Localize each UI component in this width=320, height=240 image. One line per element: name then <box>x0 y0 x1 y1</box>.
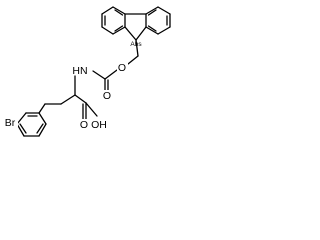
bond <box>101 6 114 15</box>
abs-stereo-label: Abs <box>130 41 142 48</box>
carbonyl-oxygen-label: O <box>103 90 111 102</box>
bond <box>112 6 126 15</box>
bond-double <box>114 9 124 16</box>
bond <box>60 94 76 105</box>
molecule-structure-diagram: Abs O O HN O OH Br <box>0 0 198 165</box>
hydroxyl-label: OH <box>91 119 107 131</box>
carbamate-linker <box>92 39 139 91</box>
bond <box>85 102 98 117</box>
bond <box>92 70 106 80</box>
bond <box>157 26 171 35</box>
bond <box>74 94 87 104</box>
bond-double <box>147 9 157 16</box>
bond-double <box>114 25 124 32</box>
bond <box>127 55 139 65</box>
bond <box>16 112 27 125</box>
bond-double <box>147 25 157 32</box>
bond <box>38 123 47 137</box>
bromophenyl-ring <box>16 103 47 137</box>
amine-nh-label: HN <box>72 65 87 77</box>
bond <box>101 26 114 35</box>
bond-double <box>36 123 44 134</box>
bond <box>112 26 126 35</box>
bond <box>157 6 171 15</box>
fluorenyl-group <box>101 6 171 41</box>
bond <box>38 112 47 125</box>
acid-oxygen-label: O <box>80 119 88 131</box>
atom-label-bg <box>79 119 90 130</box>
bond <box>104 69 118 80</box>
bond <box>145 6 159 15</box>
amino-acid-backbone <box>44 75 98 120</box>
ether-oxygen-label: O <box>118 62 126 74</box>
bond <box>16 123 25 137</box>
structure-canvas: Abs O O HN O OH Br <box>2 6 171 137</box>
atom-label-bg <box>102 90 113 101</box>
atom-label-bg <box>117 62 128 73</box>
atom-label-bg <box>2 116 18 128</box>
bond <box>124 26 137 41</box>
bond-double <box>19 123 27 134</box>
bond <box>135 26 147 41</box>
bond <box>38 103 46 114</box>
bond <box>135 39 139 57</box>
bromine-label: Br <box>5 117 16 129</box>
bond <box>145 26 159 35</box>
